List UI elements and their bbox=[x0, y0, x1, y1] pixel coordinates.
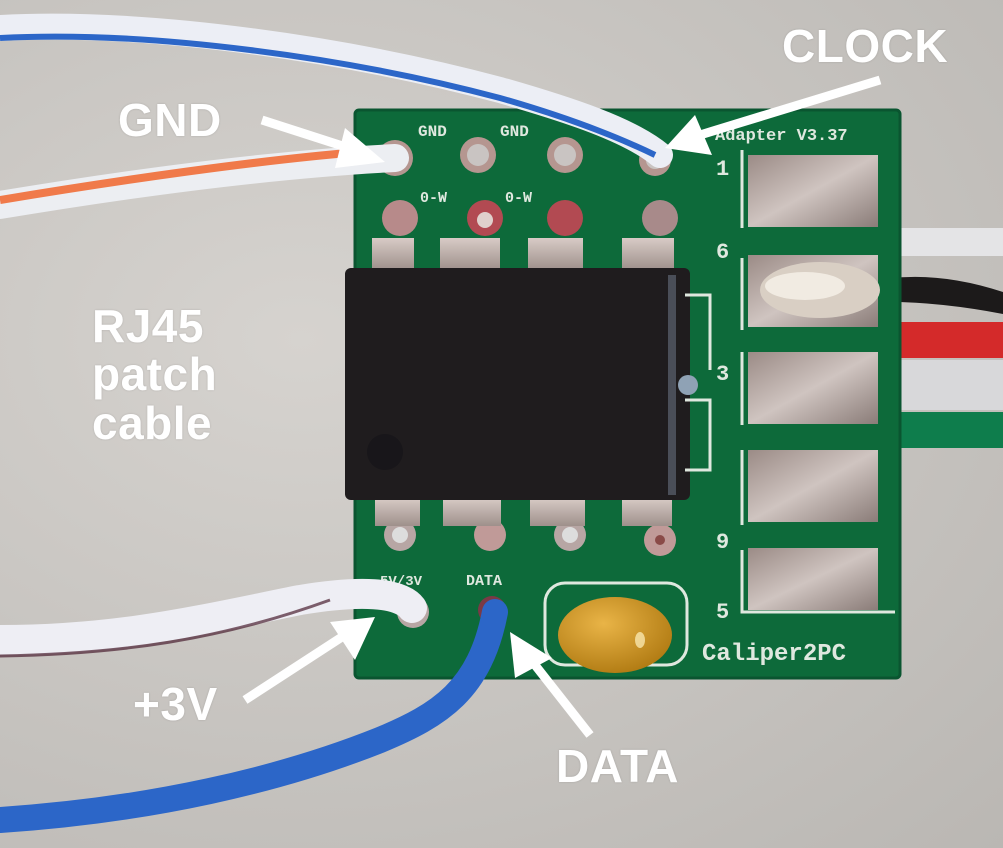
arrow-clock-head bbox=[665, 115, 712, 155]
label-plus-3v: +3V bbox=[133, 678, 218, 730]
silk-resistor-1: 0-W bbox=[420, 190, 447, 207]
label-rj45-line1: RJ45 bbox=[92, 300, 204, 352]
silk-gnd-1: GND bbox=[418, 123, 447, 141]
label-rj45-line2: patch bbox=[92, 348, 218, 401]
bottom-wires bbox=[0, 578, 508, 833]
pcb-silkscreen: GND GND Adapter V3.37 0-W 0-W 5V/3V DATA… bbox=[380, 123, 848, 668]
silk-resistor-2: 0-W bbox=[505, 190, 532, 207]
resistor-holes bbox=[382, 200, 678, 236]
label-data: DATA bbox=[556, 740, 679, 792]
silk-data: DATA bbox=[466, 573, 502, 590]
edge-pads bbox=[740, 150, 895, 614]
wire-black-right bbox=[868, 276, 1003, 314]
annotation-arrows bbox=[242, 75, 882, 738]
capacitor bbox=[543, 581, 689, 673]
ic-pins bbox=[372, 238, 674, 526]
label-rj45-line3: cable bbox=[92, 396, 213, 449]
label-rj45-patch-cable: RJ45 patch cable bbox=[92, 302, 217, 447]
label-gnd: GND bbox=[118, 94, 222, 146]
arrow-gnd-head bbox=[335, 128, 385, 168]
arrow-data-head bbox=[510, 632, 552, 678]
label-clock: CLOCK bbox=[782, 20, 949, 72]
silk-pin-1: 1 bbox=[716, 157, 729, 182]
silk-pin-5: 5 bbox=[716, 600, 729, 625]
silk-pin-6: 6 bbox=[716, 240, 729, 265]
arrow-3v-head bbox=[330, 617, 375, 660]
arrow-clock bbox=[698, 75, 882, 140]
ic-chip bbox=[345, 268, 712, 500]
arrow-data bbox=[531, 662, 594, 738]
silk-pin-9: 9 bbox=[716, 530, 729, 555]
silk-pin-3: 3 bbox=[716, 362, 729, 387]
silk-brand: Caliper2PC bbox=[702, 641, 846, 668]
arrow-gnd bbox=[260, 115, 357, 155]
silk-gnd-2: GND bbox=[500, 123, 529, 141]
silk-version: Adapter V3.37 bbox=[715, 127, 848, 146]
arrow-3v bbox=[242, 631, 348, 704]
